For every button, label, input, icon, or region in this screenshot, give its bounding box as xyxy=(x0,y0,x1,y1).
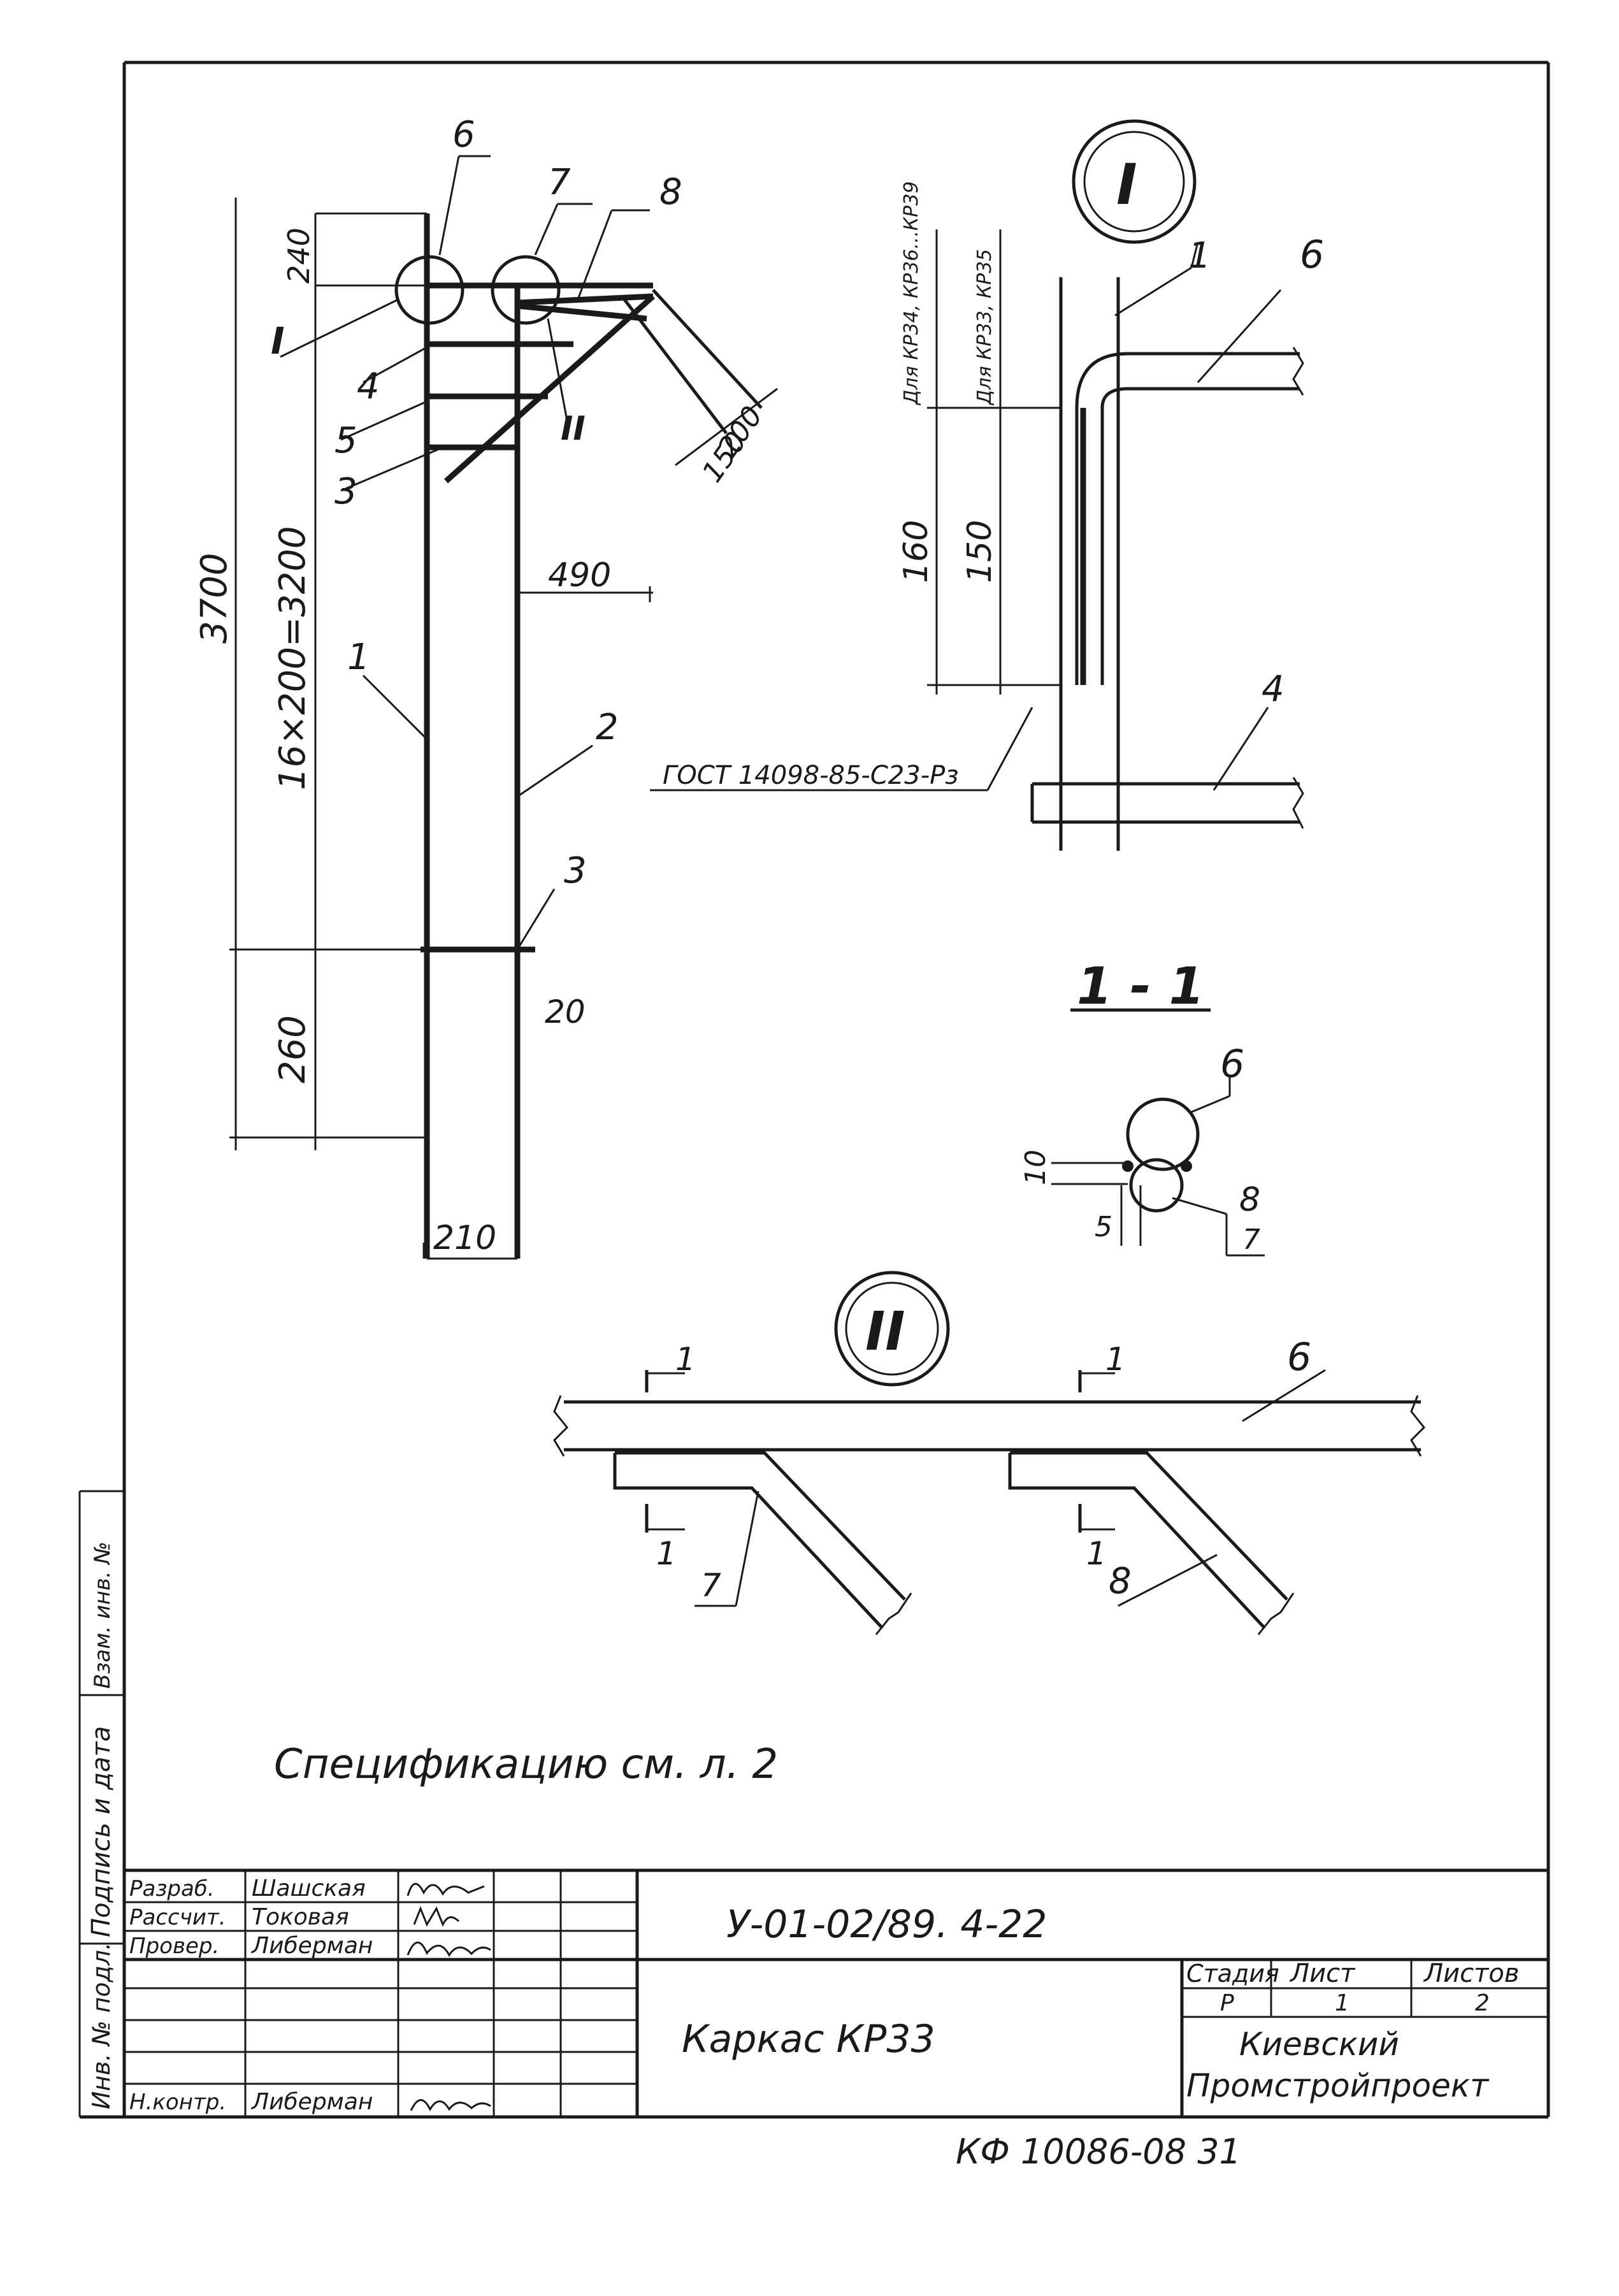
section-callout-8: 8 xyxy=(1239,1181,1260,1219)
tb-name-2: Либерман xyxy=(250,1933,373,1959)
detail-II-callout-8: 8 xyxy=(1109,1561,1132,1602)
side-stamp: Взам. инв. № Подпись и дата Инв. № подл. xyxy=(78,1490,124,2117)
note-kr34-kr39: Для КР34, КР36...КР39 xyxy=(900,181,923,406)
signatures xyxy=(407,1882,491,2112)
dim-260: 260 xyxy=(272,1015,313,1083)
dim-20: 20 xyxy=(545,993,586,1030)
callout-8: 8 xyxy=(659,171,682,213)
sheet-value: 1 xyxy=(1335,1990,1349,2016)
dim-490: 490 xyxy=(548,556,611,595)
detail-II-callout-7: 7 xyxy=(701,1567,721,1604)
dim-5: 5 xyxy=(1095,1211,1112,1243)
sheets-value: 2 xyxy=(1475,1990,1490,2016)
detail-II-callout-6: 6 xyxy=(1287,1335,1311,1380)
detail-I-callout-4: 4 xyxy=(1262,668,1284,710)
sheets-header: Листов xyxy=(1423,1959,1519,1988)
callout-1: 1 xyxy=(347,637,370,678)
detail-II xyxy=(553,1271,1426,1635)
drawing-title: Каркас КР33 xyxy=(682,2017,935,2061)
callout-2: 2 xyxy=(596,707,619,748)
sheet-header: Лист xyxy=(1289,1959,1356,1988)
cut-mark-1b: 1 xyxy=(656,1535,677,1572)
section-callout-6: 6 xyxy=(1220,1042,1244,1087)
frame-elevation xyxy=(394,213,763,1259)
dim-16x200: 16×200=3200 xyxy=(272,526,313,790)
dim-160: 160 xyxy=(897,520,935,583)
callout-5: 5 xyxy=(335,420,357,461)
note-kr33-kr35: Для КР33, КР35 xyxy=(974,249,996,406)
side-stamp-inv-vzam: Взам. инв. № xyxy=(90,1541,115,1689)
detail-I-callout-1: 1 xyxy=(1188,235,1211,277)
detail-I-callout-6: 6 xyxy=(1300,233,1324,277)
tb-role-6: Н.контр. xyxy=(129,2090,226,2115)
cut-mark-1c: 1 xyxy=(1105,1341,1126,1378)
section-1-1 xyxy=(1051,1008,1265,1257)
callout-leaders xyxy=(280,155,650,950)
dim-3700: 3700 xyxy=(194,552,235,644)
side-stamp-inv-orig: Инв. № подл. xyxy=(87,1942,115,2109)
detail-mark-I: I xyxy=(271,319,285,363)
tb-name-1: Токовая xyxy=(252,1904,349,1930)
cut-mark-1a: 1 xyxy=(675,1341,696,1378)
tb-role-1: Рассчит. xyxy=(129,1905,226,1930)
doc-code: У-01-02/89. 4-22 xyxy=(726,1902,1047,1947)
dimension-lines xyxy=(229,198,778,1260)
tb-role-2: Провер. xyxy=(129,1933,219,1959)
dim-240: 240 xyxy=(282,227,316,284)
side-stamp-sign-date: Подпись и дата xyxy=(87,1726,116,1937)
title-block xyxy=(124,1868,1548,2117)
tb-name-6: Либерман xyxy=(250,2089,373,2115)
dim-210: 210 xyxy=(433,1219,496,1257)
callout-3-bottom: 3 xyxy=(564,850,587,892)
sheet-frame xyxy=(80,61,1550,2119)
cut-mark-1d: 1 xyxy=(1086,1535,1107,1572)
spec-note: Спецификацию см. л. 2 xyxy=(274,1741,778,1788)
callout-6: 6 xyxy=(452,114,475,155)
footer-code: КФ 10086-08 31 xyxy=(956,2132,1241,2172)
stage-value: Р xyxy=(1220,1990,1234,2016)
org-line-2: Промстройпроект xyxy=(1186,2067,1490,2104)
org-line-1: Киевский xyxy=(1239,2026,1399,2063)
callout-4: 4 xyxy=(357,366,380,407)
tb-name-0: Шашская xyxy=(252,1875,366,1902)
callout-3-top: 3 xyxy=(335,471,357,512)
tb-role-0: Разраб. xyxy=(129,1876,215,1902)
callout-7: 7 xyxy=(548,162,571,203)
section-callout-7: 7 xyxy=(1242,1224,1260,1256)
dim-150-detail: 150 xyxy=(961,520,999,583)
detail-II-mark: II xyxy=(865,1300,905,1362)
stage-header: Стадия xyxy=(1186,1960,1279,1988)
detail-I-mark: I xyxy=(1116,152,1137,217)
dim-10: 10 xyxy=(1019,1150,1052,1185)
detail-mark-II: II xyxy=(561,410,586,448)
detail-I: I xyxy=(650,119,1304,851)
section-1-1-title: 1 - 1 xyxy=(1077,957,1204,1016)
weld-note: ГОСТ 14098-85-С23-Рз xyxy=(663,761,959,790)
